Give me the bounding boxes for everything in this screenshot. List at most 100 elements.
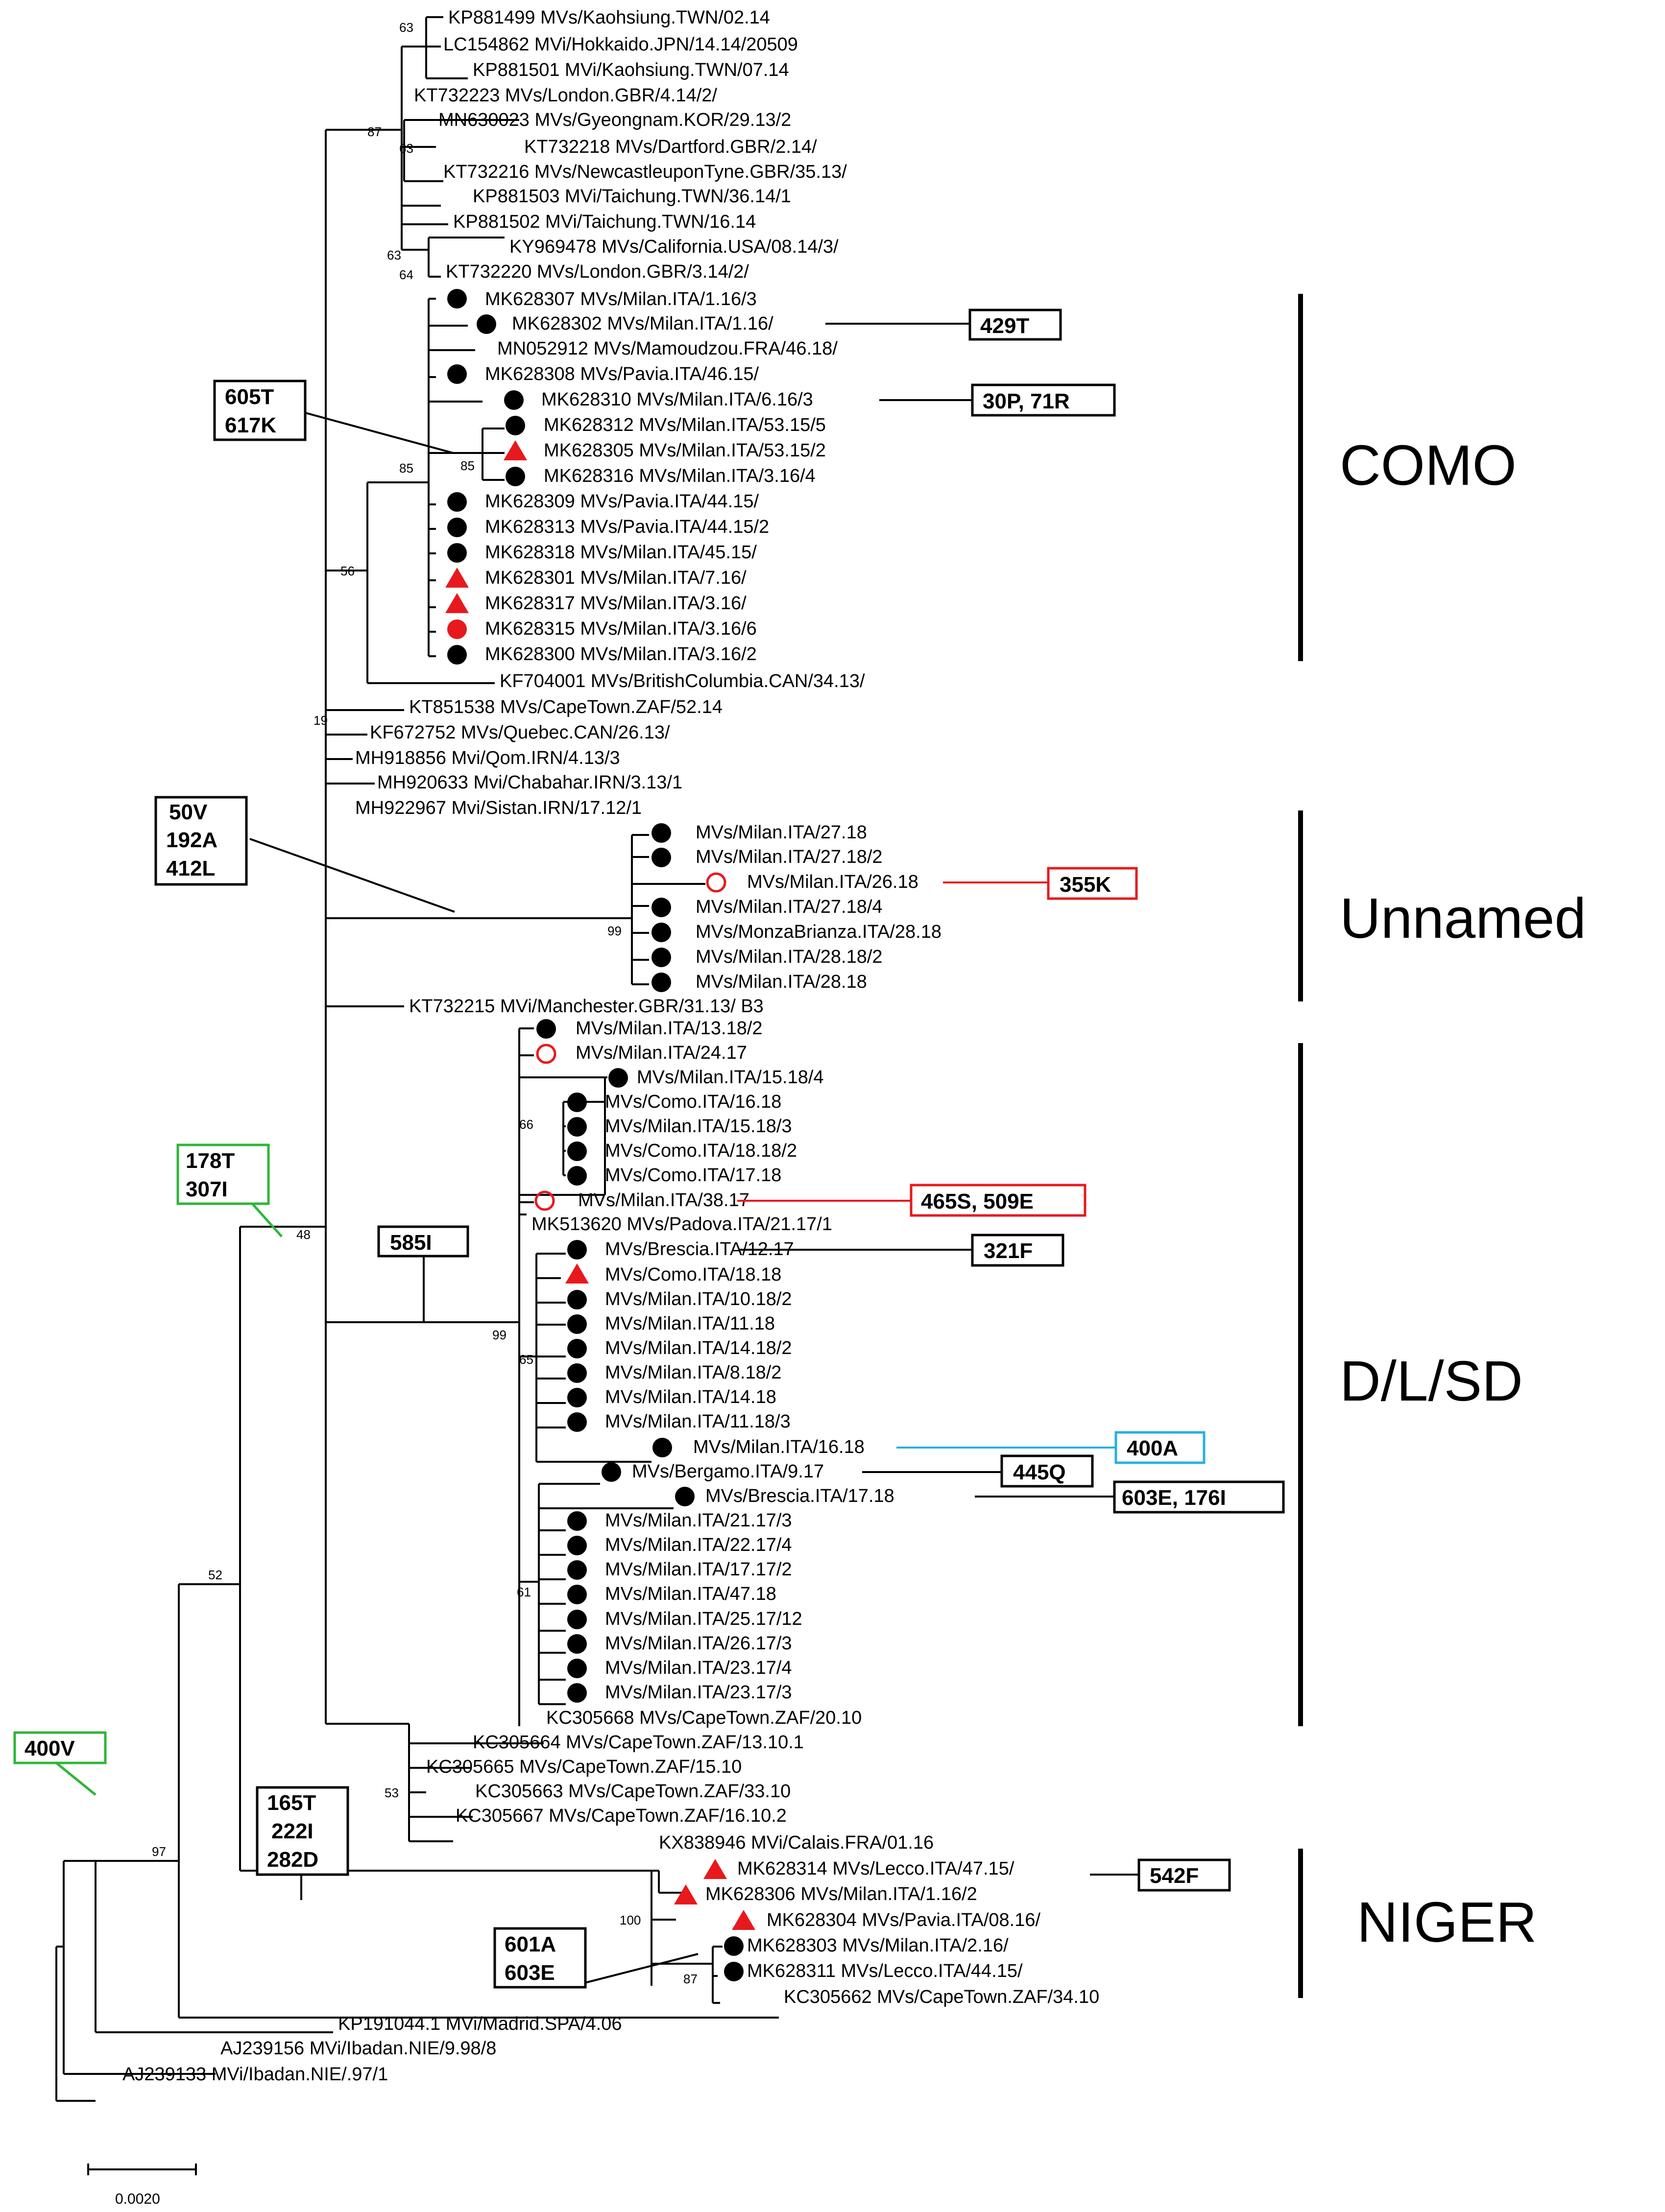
red-triangle-icon [565,1263,589,1284]
mutation-label: 355K [1060,873,1111,897]
tip-label: MK628317 MVs/Milan.ITA/3.16/ [485,593,747,614]
black-dot-icon [567,1166,587,1186]
tip-label: MVs/Milan.ITA/23.17/4 [605,1658,792,1678]
black-dot-icon [506,416,525,435]
bootstrap-value: 63 [387,248,401,262]
scale-bar-label: 0.0020 [115,2191,160,2207]
tip-label: KP191044.1 MVi/Madrid.SPA/4.06 [338,2014,622,2034]
tip-label: MVs/Milan.ITA/13.18/2 [576,1018,763,1039]
mutation-label: 50V [169,800,208,824]
black-dot-icon [675,1487,695,1506]
tip-label: MVs/Como.ITA/16.18 [605,1092,781,1112]
bootstrap-value: 66 [519,1117,533,1132]
tip-label: MVs/Milan.ITA/17.17/2 [605,1559,792,1580]
tip-label: MK628301 MVs/Milan.ITA/7.16/ [485,568,747,588]
tip-markers [445,289,755,1981]
black-dot-icon [447,518,467,537]
tip-label: MK628304 MVs/Pavia.ITA/08.16/ [767,1910,1040,1930]
red-open-circle-icon [534,1190,555,1211]
tip-label: KT732215 MVi/Manchester.GBR/31.13/ B3 [409,996,764,1017]
bootstrap-value: 52 [208,1568,222,1582]
tip-label: MVs/Milan.ITA/15.18/3 [605,1116,792,1137]
black-dot-icon [447,543,467,563]
bootstrap-value: 97 [152,1844,166,1859]
mutation-label: 282D [267,1848,318,1872]
tip-label: MVs/Brescia.ITA/17.18 [705,1486,894,1506]
black-dot-icon [506,467,525,486]
bootstrap-value: 56 [340,564,355,578]
tip-label: MVs/Milan.ITA/16.18 [693,1437,865,1457]
black-dot-icon [567,1117,587,1137]
black-dot-icon [567,1412,587,1432]
bootstrap-value: 63 [399,20,413,35]
tip-label: MVs/Milan.ITA/25.17/12 [605,1609,802,1629]
mutation-label: 601A [505,1932,556,1956]
black-dot-icon [567,1142,587,1161]
tip-label: KC305663 MVs/CapeTown.ZAF/33.10 [475,1781,791,1802]
mutation-label: 192A [166,828,217,852]
mutation-label: 429T [980,314,1029,338]
mutation-label: 412L [166,856,215,880]
black-dot-icon [652,898,671,917]
tip-label: KC305668 MVs/CapeTown.ZAF/20.10 [546,1708,862,1728]
tip-label: MK628312 MVs/Milan.ITA/53.15/5 [544,415,826,435]
black-dot-icon [652,973,671,992]
black-dot-icon [602,1462,621,1482]
bootstrap-value: 63 [399,141,413,156]
mutation-label: 178T [186,1149,235,1173]
tip-label: MVs/Bergamo.ITA/9.17 [632,1461,824,1482]
tip-label: MVs/Milan.ITA/15.18/4 [637,1067,824,1088]
black-dot-icon [608,1068,628,1088]
black-dot-icon [567,1339,587,1358]
tip-label: MK628313 MVs/Pavia.ITA/44.15/2 [485,517,769,537]
tip-label: KT732218 MVs/Dartford.GBR/2.14/ [524,137,817,157]
tip-label: MVs/Como.ITA/18.18 [605,1264,781,1285]
black-dot-icon [447,492,467,512]
tip-label: MK628309 MVs/Pavia.ITA/44.15/ [485,491,759,512]
tip-label: MK628314 MVs/Lecco.ITA/47.15/ [737,1858,1014,1879]
tip-label: KT851538 MVs/CapeTown.ZAF/52.14 [409,697,723,717]
tip-label: MK628316 MVs/Milan.ITA/3.16/4 [544,466,816,486]
tip-label: KP881501 MVi/Kaohsiung.TWN/07.14 [473,60,789,80]
tip-label: MVs/Milan.ITA/26.17/3 [605,1633,792,1654]
tip-label: LC154862 MVi/Hokkaido.JPN/14.14/20509 [443,34,798,55]
bootstrap-value: 48 [296,1227,311,1242]
tip-label: MK628300 MVs/Milan.ITA/3.16/2 [485,644,757,665]
bootstrap-value: 99 [492,1328,507,1342]
tip-label: MK628303 MVs/Milan.ITA/2.16/ [747,1935,1009,1956]
tip-label: MK628302 MVs/Milan.ITA/1.16/ [512,313,773,334]
tip-label: MVs/MonzaBrianza.ITA/28.18 [696,922,941,942]
clade-label-unnamed: Unnamed [1340,886,1586,950]
tip-label: KX838946 MVi/Calais.FRA/01.16 [659,1832,934,1853]
bootstrap-values: 63 87 63 63 64 85 85 56 19 99 66 48 99 6… [152,20,698,1986]
black-dot-icon [567,1388,587,1407]
mutation-label: 400A [1127,1436,1178,1460]
tip-label: MN630023 MVs/Gyeongnam.KOR/29.13/2 [438,110,791,130]
bootstrap-value: 100 [620,1913,641,1927]
mutation-label: 585I [390,1231,432,1255]
black-dot-icon [567,1659,587,1678]
tip-label: MVs/Milan.ITA/26.18 [747,872,918,892]
black-dot-icon [567,1363,587,1383]
tip-label: MK628311 MVs/Lecco.ITA/44.15/ [747,1961,1023,1981]
black-dot-icon [724,1936,744,1956]
mutation-annotations: 429T 605T 617K 30P, 71R 50V 192A 412L 35… [13,309,1285,1989]
black-dot-icon [447,645,467,665]
mutation-label: 165T [267,1791,316,1815]
bootstrap-value: 19 [314,713,328,728]
tip-label: KT732223 MVs/London.GBR/4.14/2/ [414,85,717,106]
tip-label: MK628305 MVs/Milan.ITA/53.15/2 [544,440,826,461]
red-triangle-icon [504,440,527,460]
tip-label: KC305665 MVs/CapeTown.ZAF/15.10 [426,1757,742,1777]
black-dot-icon [652,948,671,967]
black-dot-icon [567,1240,587,1260]
black-dot-icon [652,923,671,942]
black-dot-icon [504,390,524,410]
bootstrap-value: 61 [517,1585,531,1599]
tip-label: KP881503 MVi/Taichung.TWN/36.14/1 [473,186,791,207]
mutation-label: 222I [271,1819,314,1843]
black-dot-icon [567,1290,587,1309]
mutation-label: 321F [984,1239,1033,1263]
scale-bar [87,2164,197,2175]
tip-label: MVs/Milan.ITA/11.18 [605,1313,775,1334]
